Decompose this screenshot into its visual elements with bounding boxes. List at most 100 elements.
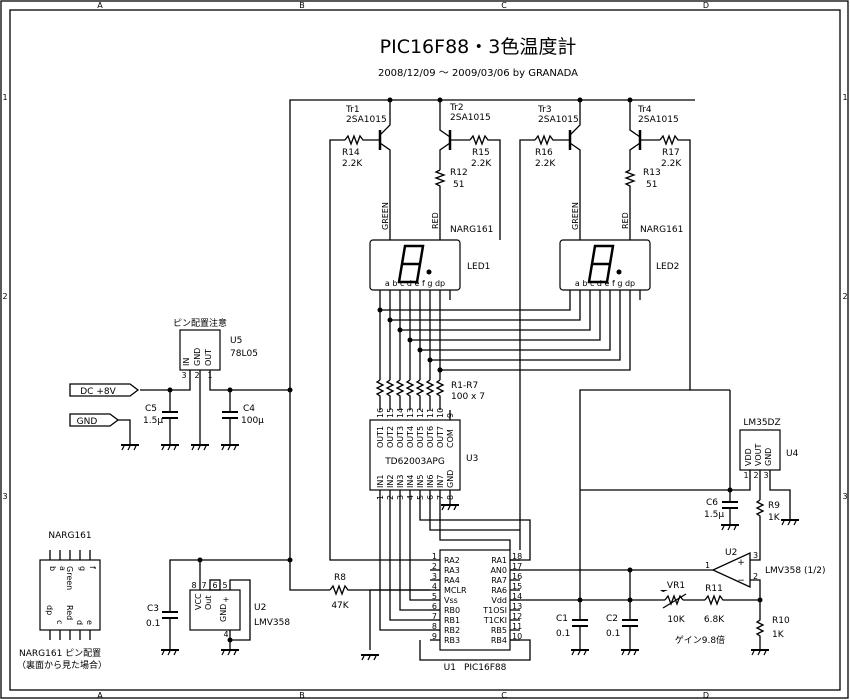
u1-pin-label: RB2: [444, 626, 460, 635]
u1-pin-number: 1: [432, 552, 437, 561]
u1-pin-number: 17: [512, 562, 522, 571]
led1-ref: LED1: [467, 262, 490, 272]
u2-vcc-label: VCC: [194, 593, 203, 610]
u5-pin2: 2: [194, 371, 199, 380]
col-label-b-bottom: B: [299, 691, 305, 700]
led2-green-label: GREEN: [571, 202, 580, 230]
u1-ref: U1: [444, 663, 456, 673]
u2-out-label: Out: [204, 595, 213, 610]
u4-ref: U4: [786, 449, 799, 459]
u1-pin-number: 16: [512, 572, 522, 581]
u2-pin4: 4: [223, 630, 228, 639]
schematic-subtitle: 2008/12/09 〜 2009/03/06 by GRANADA: [378, 68, 578, 79]
u1-pin-label: RB0: [444, 606, 460, 615]
narg-pinout-title: NARG161: [48, 531, 91, 541]
u1-pin-label: RB5: [491, 626, 507, 635]
u2-pin6-box: [209, 579, 221, 591]
ground-symbol: [221, 444, 239, 451]
c5-value: 1.5μ: [143, 416, 163, 426]
dc-input-port: DC +8V: [69, 383, 140, 397]
col-label-a-bottom: A: [97, 691, 103, 700]
u1-pin-label: MCLR: [444, 586, 467, 595]
c3-ref: C3: [147, 604, 159, 614]
u3-in-pin-label: IN5: [416, 475, 425, 488]
u1-pin-number: 6: [432, 602, 437, 611]
col-label-d-bottom: D: [703, 691, 709, 700]
u3-out-pin-number: 13: [406, 408, 415, 418]
r13-ref: R13: [643, 168, 661, 178]
transistor-tr2: [434, 100, 501, 240]
r14-ref: R14: [342, 148, 360, 158]
transistor-tr3: [519, 100, 581, 550]
led1-segment-labels: a b c d e f g dp: [385, 279, 445, 288]
u3-out-pin-label: OUT3: [396, 426, 405, 448]
u5-note: ピン配置注意: [173, 317, 227, 329]
inner-frame: [9, 9, 841, 691]
gain-note: ゲイン9.8倍: [675, 634, 725, 646]
u2-pkg-ref: U2: [254, 603, 266, 613]
u1-pin-label: T1OSI: [482, 606, 507, 615]
ground-symbol: [191, 444, 209, 451]
u1-pin-label: RA1: [491, 556, 507, 565]
narg-pin-a: a: [58, 566, 67, 571]
u1-pin-label: Vss: [444, 596, 458, 605]
u2-plus-label: +: [223, 595, 230, 604]
sensor-u4: VDD VOUT GND: [739, 429, 781, 471]
tr3-ref: Tr3: [537, 105, 552, 115]
r15-value: 2.2K: [471, 159, 492, 169]
u3-out-pin-label: OUT7: [436, 426, 445, 448]
u1-pin-number: 3: [432, 572, 437, 581]
u3-out-pin-label: COM: [446, 429, 455, 448]
u1-pin-label: T1CKI: [483, 616, 507, 625]
u1-pin-number: 11: [512, 622, 522, 631]
r16-ref: R16: [535, 148, 553, 158]
vr1-value: 10K: [667, 615, 685, 625]
c6-ref: C6: [706, 498, 718, 508]
narg-pin-dp: dp: [45, 605, 54, 615]
transistor-tr1: [329, 100, 391, 240]
ground-symbols: [121, 444, 799, 656]
u5-part: 78L05: [230, 349, 258, 359]
opamp-pin-out: 1: [705, 561, 710, 570]
row-label-1-right: 1: [842, 93, 847, 102]
u4-pin-vout: VOUT: [754, 444, 763, 466]
r16-value: 2.2K: [535, 159, 556, 169]
row-label-3-right: 3: [842, 492, 847, 501]
r8-ref: R8: [334, 573, 346, 583]
u3-in-pin-label: IN1: [376, 475, 385, 488]
r13-value: 51: [646, 180, 657, 190]
u1-pin-label: RB1: [444, 616, 460, 625]
ground-symbol: [161, 444, 179, 451]
u3-out-pin-label: OUT1: [376, 426, 385, 448]
r1-r7-value: 100 x 7: [451, 392, 485, 402]
c1-ref: C1: [556, 614, 568, 624]
u5-pin-out: OUT: [204, 349, 213, 366]
led1-part: NARG161: [450, 225, 493, 235]
u3-in-pin-label: IN7: [436, 475, 445, 488]
u1-pin-number: 8: [432, 622, 437, 631]
u1-pin-number: 12: [512, 612, 522, 621]
dc-port-label: DC +8V: [80, 387, 116, 397]
u1-pin-label: Vdd: [491, 596, 507, 605]
tr1-ref: Tr1: [345, 105, 360, 115]
c2-value: 0.1: [606, 629, 620, 639]
led2-segment-labels: a b c d e f g dp: [575, 279, 635, 288]
u2-pin7: 7: [201, 581, 206, 590]
u3-in-pin-label: IN3: [396, 475, 405, 488]
col-label-c-bottom: C: [501, 691, 507, 700]
gnd-input-port: GND: [69, 413, 120, 427]
c4-ref: C4: [243, 404, 255, 414]
u1-pin-number: 7: [432, 612, 437, 621]
u3-out-pin-number: 16: [376, 408, 385, 418]
r11-ref: R11: [705, 584, 723, 594]
r8-value: 47K: [331, 601, 349, 611]
u3-out-pin-label: OUT5: [416, 426, 425, 448]
u2-pkg-part: LMV358: [254, 618, 290, 628]
segment-bus: [377, 290, 641, 380]
transistor-tr4: [579, 100, 691, 550]
u1-pin-label: RA2: [444, 556, 460, 565]
u1-pin-label: RA3: [444, 566, 460, 575]
r15-ref: R15: [472, 148, 490, 158]
col-label-b: B: [299, 1, 305, 10]
